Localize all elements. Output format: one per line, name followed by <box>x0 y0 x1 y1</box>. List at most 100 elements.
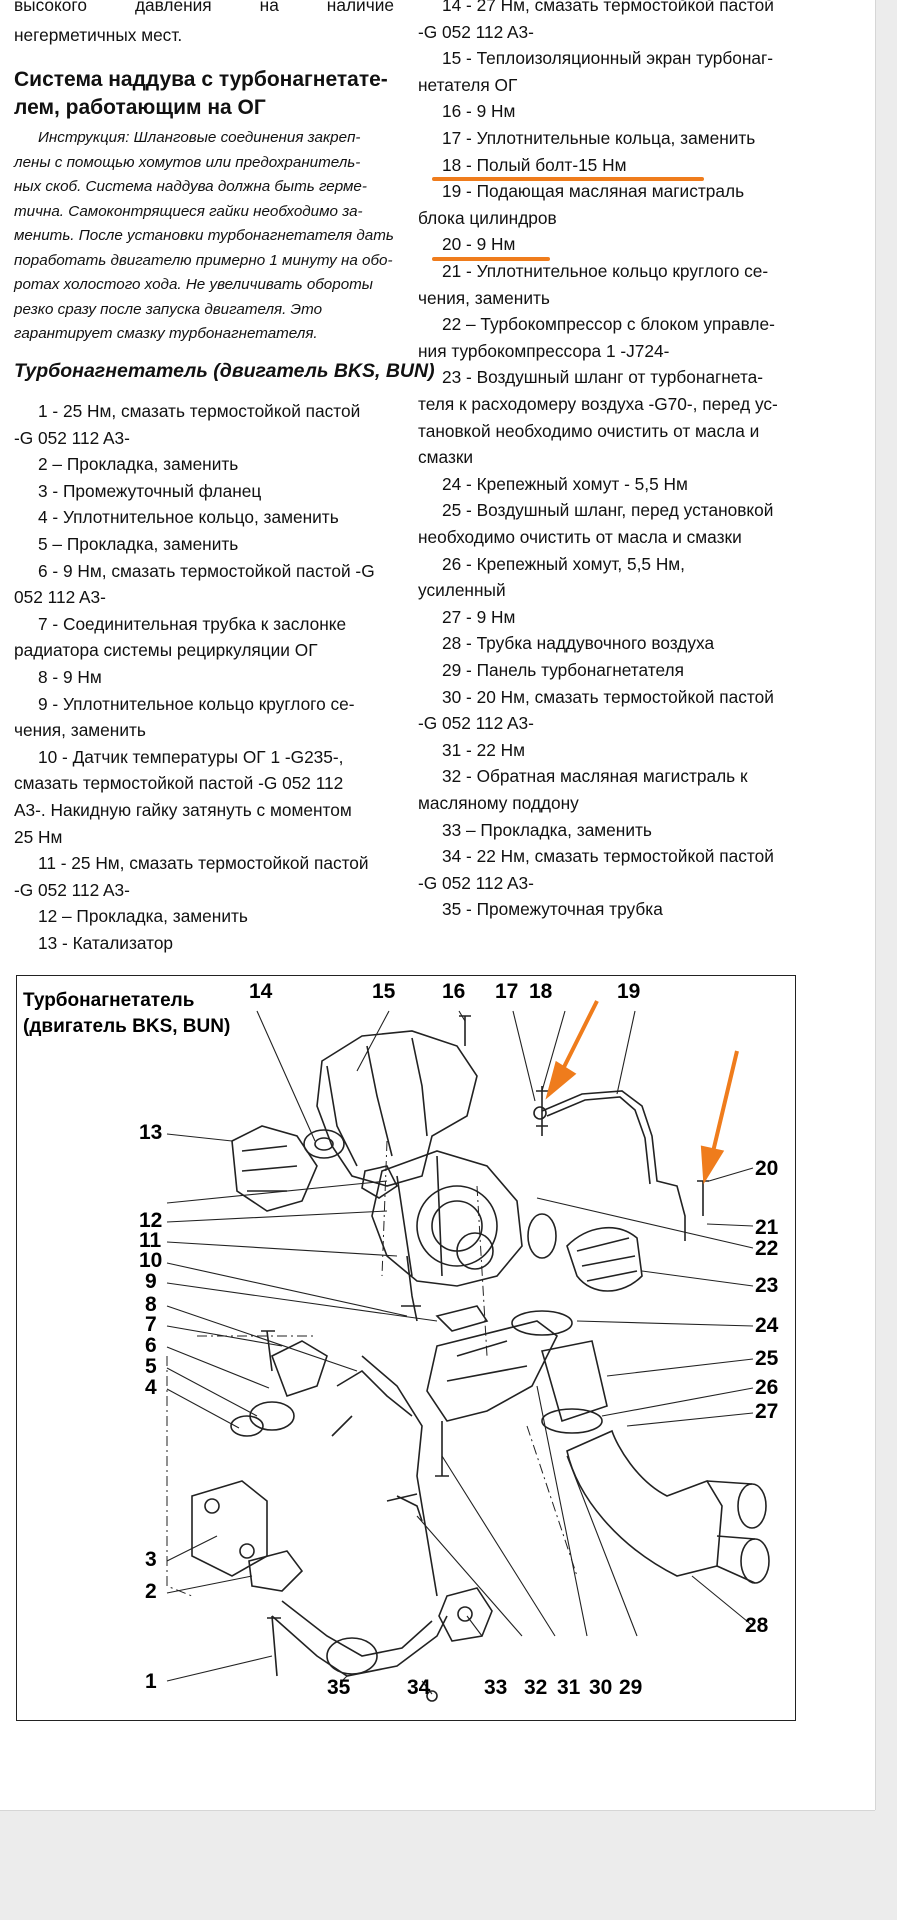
turbo-housing <box>371 1150 523 1287</box>
callout-22: 22 <box>755 1237 778 1260</box>
instruction-line: резко сразу после запуска двигателя. Это <box>14 300 323 318</box>
highlight-underline <box>432 257 550 261</box>
section-title: лем, работающим на ОГ <box>14 96 266 119</box>
callout-12: 12 <box>139 1209 162 1232</box>
list-item: нетателя ОГ <box>418 74 518 95</box>
callout-35: 35 <box>327 1676 351 1699</box>
list-item: 5 – Прокладка, заменить <box>38 534 239 554</box>
callout-30: 30 <box>589 1676 612 1699</box>
turbo-panel <box>426 1320 559 1422</box>
callout-17: 17 <box>495 980 518 1003</box>
list-item: A3-. Накидную гайку затянуть с моментом <box>14 800 352 820</box>
list-item: 23 - Воздушный шланг от турбонагнета- <box>442 367 764 388</box>
list-item: смазки <box>418 447 474 468</box>
callout-24: 24 <box>755 1314 779 1337</box>
list-item: 052 112 A3- <box>14 587 106 608</box>
list-item: 26 - Крепежный хомут, 5,5 Нм, <box>442 553 685 574</box>
list-item: 24 - Крепежный хомут - 5,5 Нм <box>442 473 688 494</box>
list-item: радиатора системы рециркуляции ОГ <box>14 640 318 661</box>
word: давления <box>134 0 212 15</box>
callout-8: 8 <box>145 1293 157 1316</box>
diagram-title: Турбонагнетатель <box>23 990 194 1011</box>
connecting-tube <box>331 1369 413 1437</box>
list-item: 25 Нм <box>14 826 63 847</box>
list-item: 12 – Прокладка, заменить <box>38 906 248 927</box>
callout-18: 18 <box>529 980 553 1003</box>
text-line: высокого давления на наличие <box>14 0 394 18</box>
air-hose-23 <box>566 1226 643 1292</box>
list-item: необходимо очистить от масла и смазки <box>418 527 742 547</box>
callout-10: 10 <box>139 1249 162 1272</box>
list-item: 33 – Прокладка, заменить <box>442 819 652 840</box>
list-item: 13 - Катализатор <box>38 933 174 953</box>
list-item: масляному поддону <box>418 793 579 813</box>
air-hose-25 <box>540 1340 608 1423</box>
oil-supply-line <box>541 1090 686 1241</box>
charge-air-pipe <box>566 1429 723 1577</box>
diagram-svg: Турбонагнетатель (двигатель BKS, BUN) 12… <box>23 980 779 1702</box>
list-item: 20 - 9 Нм <box>442 234 516 255</box>
instruction-line: Инструкция: Шланговые соединения закреп- <box>38 129 361 146</box>
text-line: негерметичных мест. <box>14 25 183 45</box>
list-item: тановкой необходимо очистить от масла и <box>418 420 760 441</box>
list-item: теля к расходомеру воздуха -G70-, перед … <box>418 394 778 414</box>
list-item: -G 052 112 A3- <box>418 21 534 42</box>
callout-28: 28 <box>745 1614 769 1637</box>
word: наличие <box>326 0 394 15</box>
oil-return-line <box>361 1355 438 1597</box>
callout-26: 26 <box>755 1376 778 1399</box>
document-page: высокого давления на наличие негерметичн… <box>0 0 875 1810</box>
instruction-line: тична. Самоконтрящиеся гайки необходимо … <box>14 202 363 220</box>
list-item: 2 – Прокладка, заменить <box>38 454 239 475</box>
left-column: высокого давления на наличие негерметичн… <box>14 0 435 960</box>
exhaust-flange-5 <box>270 1340 328 1398</box>
list-item: 35 - Промежуточная трубка <box>442 899 663 920</box>
callout-23: 23 <box>755 1274 778 1297</box>
callout-4: 4 <box>145 1376 157 1399</box>
list-item: 14 - 27 Нм, смазать термостойкой пастой <box>442 0 774 15</box>
callout-27: 27 <box>755 1400 778 1423</box>
list-item: 30 - 20 Нм, смазать термостойкой пастой <box>442 686 774 707</box>
list-item: 18 - Полый болт-15 Нм <box>442 154 627 175</box>
list-item: смазать термостойкой пастой -G 052 112 <box>14 773 344 794</box>
list-item: 22 – Турбокомпрессор с блоком управле- <box>442 314 775 335</box>
list-item: -G 052 112 A3- <box>14 879 130 900</box>
callout-34: 34 <box>407 1676 431 1699</box>
callout-19: 19 <box>617 980 640 1003</box>
list-item: 4 - Уплотнительное кольцо, заменить <box>38 507 339 528</box>
list-item: ния турбокомпрессора 1 -J724- <box>418 340 670 361</box>
instruction-line: лены с помощью хомутов или предохранител… <box>14 153 361 171</box>
callout-31: 31 <box>557 1676 581 1699</box>
list-item: 19 - Подающая масляная магистраль <box>442 181 745 202</box>
word: на <box>259 0 279 15</box>
list-item: 16 - 9 Нм <box>442 101 516 122</box>
callout-5: 5 <box>145 1355 157 1378</box>
subsection-title: Турбонагнетатель (двигатель BKS, BUN) <box>14 360 435 382</box>
callout-6: 6 <box>145 1334 157 1357</box>
callout-20: 20 <box>755 1157 778 1180</box>
list-item: 15 - Теплоизоляционный экран турбонаг- <box>442 48 774 69</box>
callout-1: 1 <box>145 1670 157 1693</box>
callout-16: 16 <box>442 980 465 1003</box>
instruction-line: ных скоб. Система наддува должна быть ге… <box>14 178 367 195</box>
callout-13: 13 <box>139 1121 162 1144</box>
list-item: -G 052 112 A3- <box>14 427 130 448</box>
list-item: 28 - Трубка наддувочного воздуха <box>442 633 715 654</box>
list-item: 31 - 22 Нм <box>442 739 525 760</box>
callout-11: 11 <box>139 1229 162 1252</box>
list-item: блока цилиндров <box>418 207 557 228</box>
highlight-underline <box>432 177 704 181</box>
catalyst <box>231 1125 318 1212</box>
list-item: -G 052 112 A3- <box>418 872 534 893</box>
list-item: -G 052 112 A3- <box>418 713 534 734</box>
callout-33: 33 <box>484 1676 507 1699</box>
list-item: 17 - Уплотнительные кольца, заменить <box>442 128 756 148</box>
list-item: 25 - Воздушный шланг, перед установкой <box>442 500 774 521</box>
list-item: 9 - Уплотнительное кольцо круглого се- <box>38 693 355 714</box>
diagram-subtitle: (двигатель BKS, BUN) <box>23 1016 230 1037</box>
instruction-line: ротах холостого хода. Не увеличивать обо… <box>14 276 373 293</box>
callout-32: 32 <box>524 1676 547 1699</box>
intermediate-pipe <box>271 1600 448 1677</box>
callout-14: 14 <box>249 980 273 1003</box>
